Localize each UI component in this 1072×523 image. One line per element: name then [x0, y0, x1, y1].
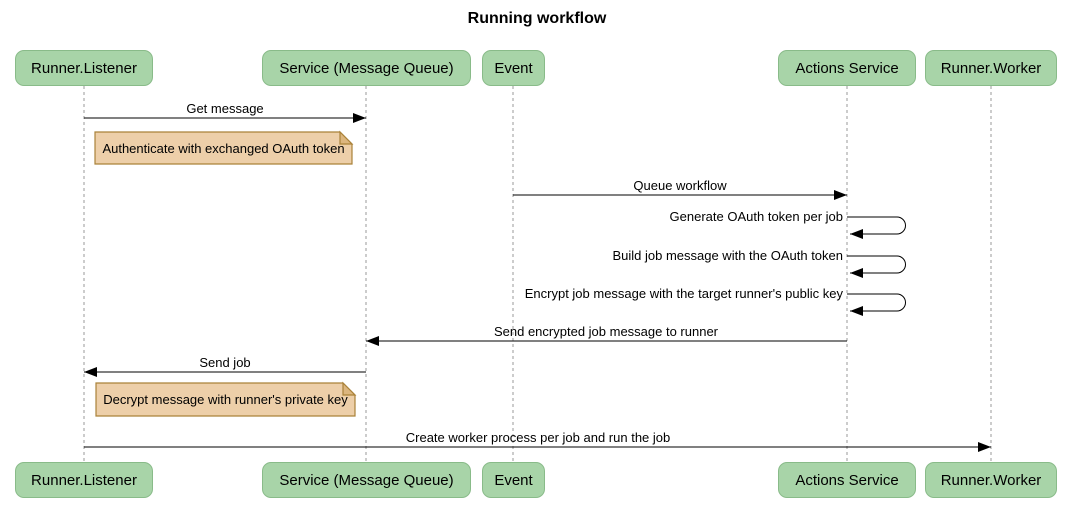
message-label-build-job-message: Build job message with the OAuth token — [612, 248, 843, 263]
participant-label: Event — [494, 471, 533, 489]
message-label-send-encrypted-job-message: Send encrypted job message to runner — [493, 324, 719, 339]
participant-top-actions-service: Actions Service — [778, 50, 916, 86]
diagram-title: Running workflow — [467, 10, 607, 27]
participant-label: Runner.Worker — [940, 471, 1042, 489]
self-loop-build-job-message — [847, 255, 906, 278]
self-loop-generate-oauth-token — [847, 216, 906, 239]
participant-label: Service (Message Queue) — [279, 471, 454, 489]
participant-label: Event — [494, 59, 533, 77]
message-label-get-message: Get message — [186, 101, 264, 116]
note-authenticate-shape — [94, 130, 354, 165]
note-fold-icon — [342, 381, 357, 396]
participant-bottom-runner-listener: Runner.Listener — [15, 462, 153, 498]
self-loop-encrypt-job-message — [847, 293, 906, 316]
participant-label: Runner.Listener — [31, 471, 137, 489]
participant-bottom-runner-worker: Runner.Worker — [925, 462, 1057, 498]
participant-label: Actions Service — [795, 471, 899, 489]
participant-top-event: Event — [482, 50, 545, 86]
message-label-send-job: Send job — [199, 355, 251, 370]
note-authenticate: Authenticate with exchanged OAuth token — [102, 140, 345, 156]
participant-bottom-event: Event — [482, 462, 545, 498]
note-decrypt-shape — [95, 381, 357, 417]
participant-label: Runner.Listener — [31, 59, 137, 77]
note-fold-icon — [339, 130, 354, 145]
message-label-create-worker-process: Create worker process per job and run th… — [405, 430, 671, 445]
message-label-encrypt-job-message: Encrypt job message with the target runn… — [524, 286, 843, 301]
participant-top-runner-worker: Runner.Worker — [925, 50, 1057, 86]
message-label-generate-oauth-token: Generate OAuth token per job — [669, 209, 843, 224]
participant-label: Runner.Worker — [940, 59, 1042, 77]
message-label-queue-workflow: Queue workflow — [633, 178, 727, 193]
participant-top-runner-listener: Runner.Listener — [15, 50, 153, 86]
participant-label: Service (Message Queue) — [279, 59, 454, 77]
participant-top-service-message-queue: Service (Message Queue) — [262, 50, 471, 86]
participant-bottom-service-message-queue: Service (Message Queue) — [262, 462, 471, 498]
note-decrypt: Decrypt message with runner's private ke… — [103, 392, 348, 407]
participant-bottom-actions-service: Actions Service — [778, 462, 916, 498]
participant-label: Actions Service — [795, 59, 899, 77]
